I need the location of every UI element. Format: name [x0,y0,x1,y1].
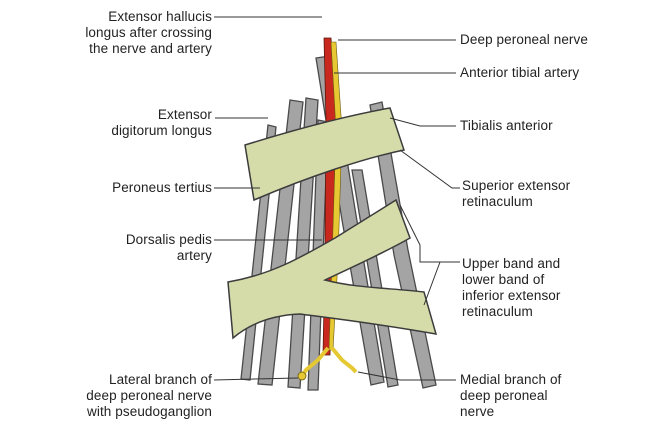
label-medial-branch: Medial branch of deep peroneal nerve [460,372,670,420]
label-deep-peroneal-nerve: Deep peroneal nerve [460,32,670,48]
label-inferior-extensor-retinaculum: Upper band and lower band of inferior ex… [462,256,670,320]
label-lateral-branch: Lateral branch of deep peroneal nerve wi… [0,372,212,420]
leader-ier-2 [424,262,440,305]
label-tibialis-anterior: Tibialis anterior [460,118,670,134]
label-extensor-hallucis-longus: Extensor hallucis longus after crossing … [0,9,212,57]
label-peroneus-tertius: Peroneus tertius [0,180,212,196]
label-superior-extensor-retinaculum: Superior extensor retinaculum [462,178,670,210]
label-anterior-tibial-artery: Anterior tibial artery [460,65,670,81]
nerve-medial-branch [332,348,356,372]
leader-lat [214,378,298,380]
label-dorsalis-pedis-artery: Dorsalis pedis artery [0,232,212,264]
leader-ta [390,118,456,126]
leader-ser [400,150,460,188]
label-extensor-digitorum-longus: Extensor digitorum longus [0,107,212,139]
pseudoganglion [298,372,306,380]
